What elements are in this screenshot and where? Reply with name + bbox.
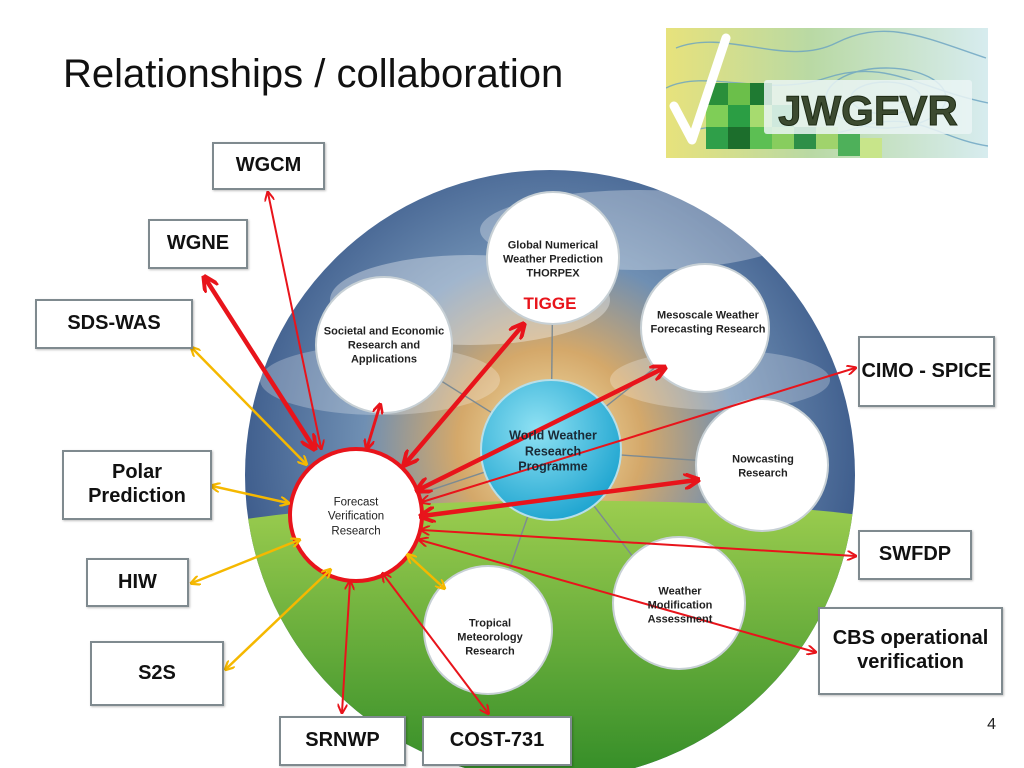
box-wgcm: WGCM bbox=[212, 142, 325, 190]
box-hiw: HIW bbox=[86, 558, 189, 607]
arrow-nowcasting bbox=[422, 480, 697, 516]
arrow-s2s bbox=[226, 570, 330, 669]
arrow-sdswas bbox=[192, 348, 306, 464]
slide-title: Relationships / collaboration bbox=[63, 52, 564, 96]
box-cimo-spice: CIMO - SPICE bbox=[858, 336, 995, 407]
box-polar-prediction: Polar Prediction bbox=[62, 450, 212, 520]
arrow-hiw bbox=[192, 540, 299, 583]
box-srnwp: SRNWP bbox=[279, 716, 406, 766]
box-sdswas: SDS-WAS bbox=[35, 299, 193, 349]
slide-number: 4 bbox=[987, 716, 996, 733]
box-cost731: COST-731 bbox=[422, 716, 572, 766]
tropical-label: Tropical Meteorology Research bbox=[457, 617, 523, 657]
tigge-label: TIGGE bbox=[523, 294, 577, 313]
arrow-srnwp bbox=[342, 582, 350, 712]
arrow-polar bbox=[212, 486, 288, 503]
box-s2s: S2S bbox=[90, 641, 224, 706]
gnwp-label: Global Numerical Weather Prediction THOR… bbox=[502, 239, 604, 279]
arrow-cost731 bbox=[383, 574, 488, 713]
wwrp-label: World Weather Research Programme bbox=[509, 428, 597, 474]
arrow-societal bbox=[367, 405, 380, 448]
societal-label: Societal and Economic Research and Appli… bbox=[323, 325, 445, 365]
jwgfvr-logo: JWGFVR bbox=[666, 28, 988, 158]
box-swfdp: SWFDP bbox=[858, 530, 972, 580]
arrow-cbs bbox=[420, 540, 815, 652]
check-icon bbox=[669, 33, 731, 145]
yellow-arrows bbox=[192, 348, 444, 669]
logo-graphic: JWGFVR bbox=[666, 28, 988, 158]
bubble-gnwp bbox=[486, 191, 620, 325]
logo-text: JWGFVR bbox=[778, 87, 958, 134]
modification-label: Weather Modification Assessment bbox=[647, 585, 713, 625]
forecast-verification-label: Forecast Verification Research bbox=[327, 496, 385, 538]
arrow-tropical bbox=[408, 555, 444, 588]
box-cbs-operational-verification: CBS operational verification bbox=[818, 607, 1003, 695]
box-wgne: WGNE bbox=[148, 219, 248, 269]
mesoscale-label: Mesoscale Weather Forecasting Research bbox=[650, 309, 766, 335]
nowcasting-label: Nowcasting Research bbox=[732, 453, 794, 479]
